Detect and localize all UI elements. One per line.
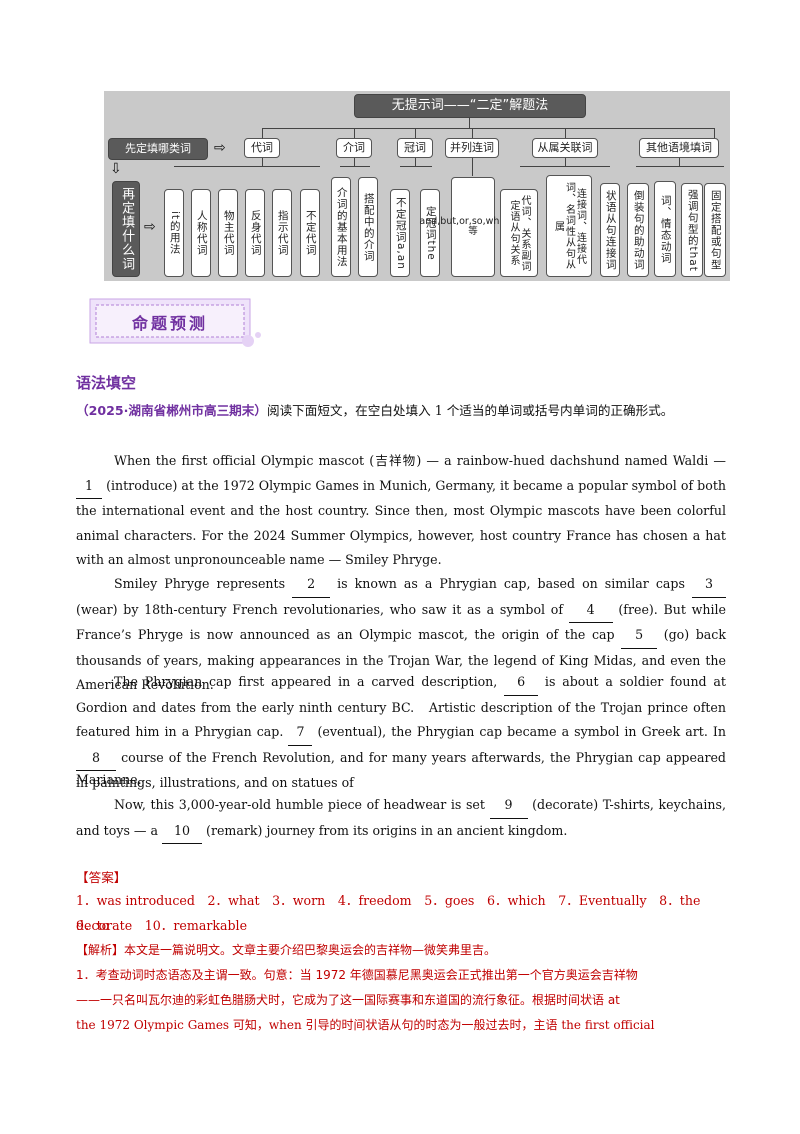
diagram-title: 无提示词——“二定”解题法 [354,94,586,118]
blank-1[interactable]: 1 [76,474,102,500]
leaf-indefinite-article: 不定冠词a,an [390,189,410,277]
analysis-1-line-3: the 1972 Olympic Games 可知，when 引导的时间状语从句… [76,1018,655,1032]
arrow-right-icon: ⇨ [214,140,226,156]
arrow-down-icon: ⇩ [110,161,122,177]
leaf-it-usage: it的用法 [164,189,184,277]
blank-10[interactable]: 10 [162,819,203,845]
leaf-reflexive-pronoun: 反身代词 [245,189,265,277]
blank-5[interactable]: 5 [621,623,658,649]
leaf-adverbial-clause: 状语从句连接词 [600,183,620,277]
leaf-inversion-auxiliary: 倒装句的助动词 [627,183,649,277]
leaf-attributive-clause: 代词、关系副词定语从句关系 [500,189,538,277]
category-other: 其他语境填词 [639,138,719,158]
leaf-demonstrative-pronoun: 指示代词 [272,189,292,277]
category-pronoun: 代词 [244,138,280,158]
passage-paragraph-3-end: Marianne. [76,772,142,787]
arrow-right-icon: ⇨ [144,219,156,235]
analysis-1-line-2: ——一只名叫瓦尔迪的彩虹色腊肠犬时，它成为了这一国际赛事和东道国的流行象征。根据… [76,993,620,1007]
blank-6[interactable]: 6 [504,670,539,696]
leaf-noun-clause: 连接词、连接代词、名词性从句从属 [546,175,592,277]
blank-4[interactable]: 4 [568,598,613,624]
leaf-emphatic-that: 强调句型的that [681,183,703,277]
solution-method-diagram: 无提示词——“二定”解题法 先定填哪类词 ⇨ ⇩ 再定填什么词 ⇨ 代词 介词 … [104,91,730,281]
source-tag: （2025·湖南省郴州市高三期末） [76,403,267,418]
analysis-text: 本文是一篇说明文。文章主要介绍巴黎奥运会的吉祥物—微笑弗里吉。 [124,943,497,957]
analysis-summary: 【解析】本文是一篇说明文。文章主要介绍巴黎奥运会的吉祥物—微笑弗里吉。 [76,938,726,963]
prediction-banner: 命题预测 [88,297,261,347]
leaf-personal-pronoun: 人称代词 [191,189,211,277]
answers-line-1: 1．was introduced 2．what 3．worn 4．freedom… [76,893,714,933]
category-coordinating-conj: 并列连词 [445,138,499,158]
instruction: （2025·湖南省郴州市高三期末）阅读下面短文，在空白处填入 1 个适当的单词或… [76,399,726,424]
passage-paragraph-4: Now, this 3,000-year-old humble piece of… [76,793,726,845]
leaf-definite-article: 定冠词the [420,189,440,277]
diagram-step1: 先定填哪类词 [108,138,208,160]
leaf-preposition-collocation: 搭配中的介词 [358,177,378,277]
leaf-possessive-pronoun: 物主代词 [218,189,238,277]
analysis-1-line-1: 1．考查动词时态语态及主谓一致。句意：当 1972 年德国慕尼黑奥运会正式推出第… [76,968,638,982]
instruction-text: 阅读下面短文，在空白处填入 1 个适当的单词或括号内单词的正确形式。 [266,403,674,418]
leaf-fixed-collocation: 固定搭配或句型 [704,183,726,277]
diagram-step2: 再定填什么词 [112,181,140,277]
passage-paragraph-1: When the first official Olympic mascot (… [76,453,726,568]
blank-7[interactable]: 7 [288,720,313,746]
passage-paragraph-3: The Phrygian cap first appeared in a car… [76,670,726,796]
leaf-indefinite-pronoun: 不定代词 [300,189,320,277]
analysis-label: 【解析】 [76,943,125,957]
category-article: 冠词 [397,138,433,158]
blank-2[interactable]: 2 [292,572,331,598]
leaf-coordinating-words: and,but,or,so,while,for等 [419,177,527,277]
section-title: 语法填空 [76,374,137,392]
leaf-modal-verbs: 词、情态动词 [654,181,676,277]
passage-paragraph-2: Smiley Phryge represents 2 is known as a… [76,572,726,698]
category-subordinating: 从属关联词 [532,138,598,158]
blank-3[interactable]: 3 [691,572,726,598]
category-preposition: 介词 [336,138,372,158]
blank-9[interactable]: 9 [489,793,528,819]
leaf-preposition-usage: 介词的基本用法 [331,177,351,277]
answer-label: 【答案】 [76,870,127,885]
banner-title: 命题预测 [131,314,208,333]
answers-line-2: decorate 10．remarkable [76,918,248,933]
